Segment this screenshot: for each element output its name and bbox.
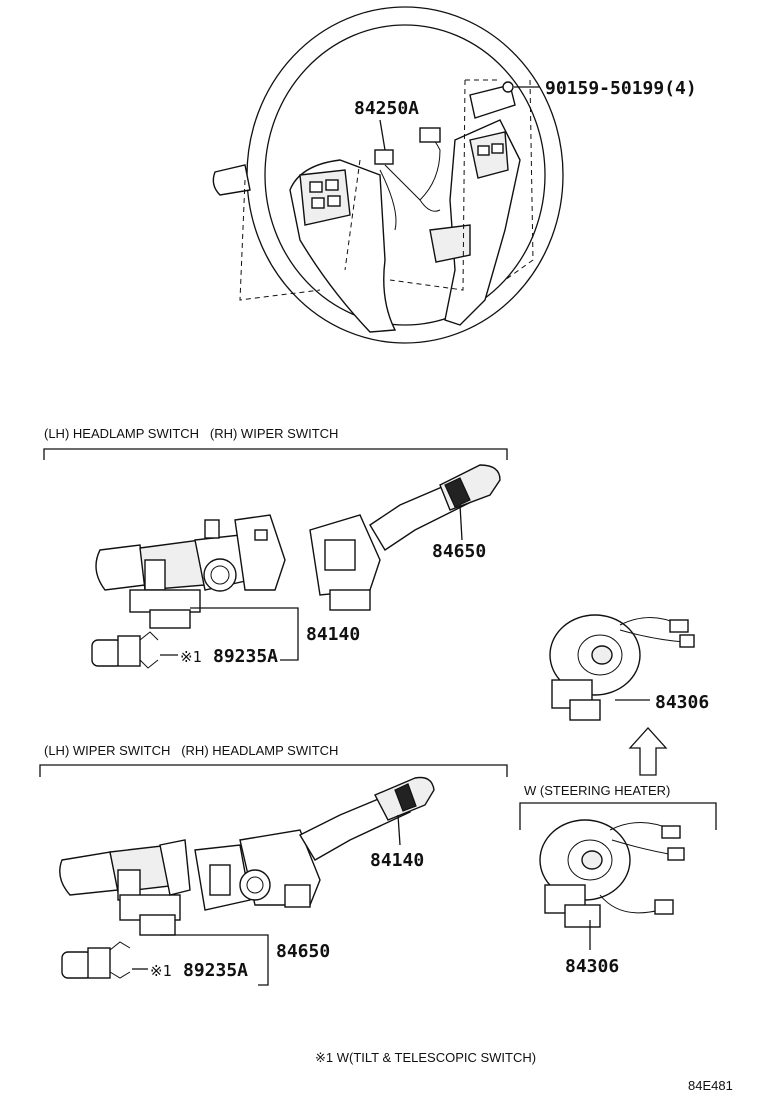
part-label-84650-upper: 84650: [432, 541, 486, 562]
lower-switch-group: (LH) WIPER SWITCH (RH) HEADLAMP SWITCH 8…: [39, 743, 508, 986]
headlamp-switch-lh: [95, 514, 286, 629]
part-label-84306-std: 84306: [655, 692, 709, 713]
part-label-84140-upper: 84140: [306, 624, 360, 645]
upper-group-caption: (LH) HEADLAMP SWITCH (RH) WIPER SWITCH: [44, 426, 338, 441]
part-label-84250A: 84250A: [354, 98, 419, 119]
diagram-id: 84E481: [688, 1078, 733, 1093]
footnote: ※1 W(TILT & TELESCOPIC SWITCH): [315, 1050, 536, 1065]
upper-switch-group: (LH) HEADLAMP SWITCH (RH) WIPER SWITCH: [43, 426, 508, 669]
wiper-switch-rh: [309, 464, 501, 611]
part-label-84650-lower: 84650: [276, 941, 330, 962]
tilt-telescopic-switch-upper: [91, 631, 159, 669]
wiper-switch-lh: [59, 839, 191, 936]
part-label-84140-lower: 84140: [370, 850, 424, 871]
headlamp-switch-rh: [194, 776, 435, 911]
steering-wheel-assembly: 90159-50199(4) 84250A: [212, 6, 697, 344]
note-mark-upper: ※1: [180, 648, 202, 666]
part-label-89235A-lower: 89235A: [183, 960, 248, 981]
lower-group-caption: (LH) WIPER SWITCH (RH) HEADLAMP SWITCH: [44, 743, 338, 758]
part-label-84306-heater: 84306: [565, 956, 619, 977]
spiral-cable-heater-group: W (STEERING HEATER): [519, 783, 717, 928]
part-label-90159-50199: 90159-50199(4): [545, 78, 697, 99]
arrow-up-icon: [628, 727, 668, 776]
spiral-cable-standard: [549, 614, 695, 721]
tilt-telescopic-switch-lower: [61, 941, 131, 979]
heater-group-caption: W (STEERING HEATER): [524, 783, 670, 798]
note-mark-lower: ※1: [150, 962, 172, 980]
part-label-89235A-upper: 89235A: [213, 646, 278, 667]
